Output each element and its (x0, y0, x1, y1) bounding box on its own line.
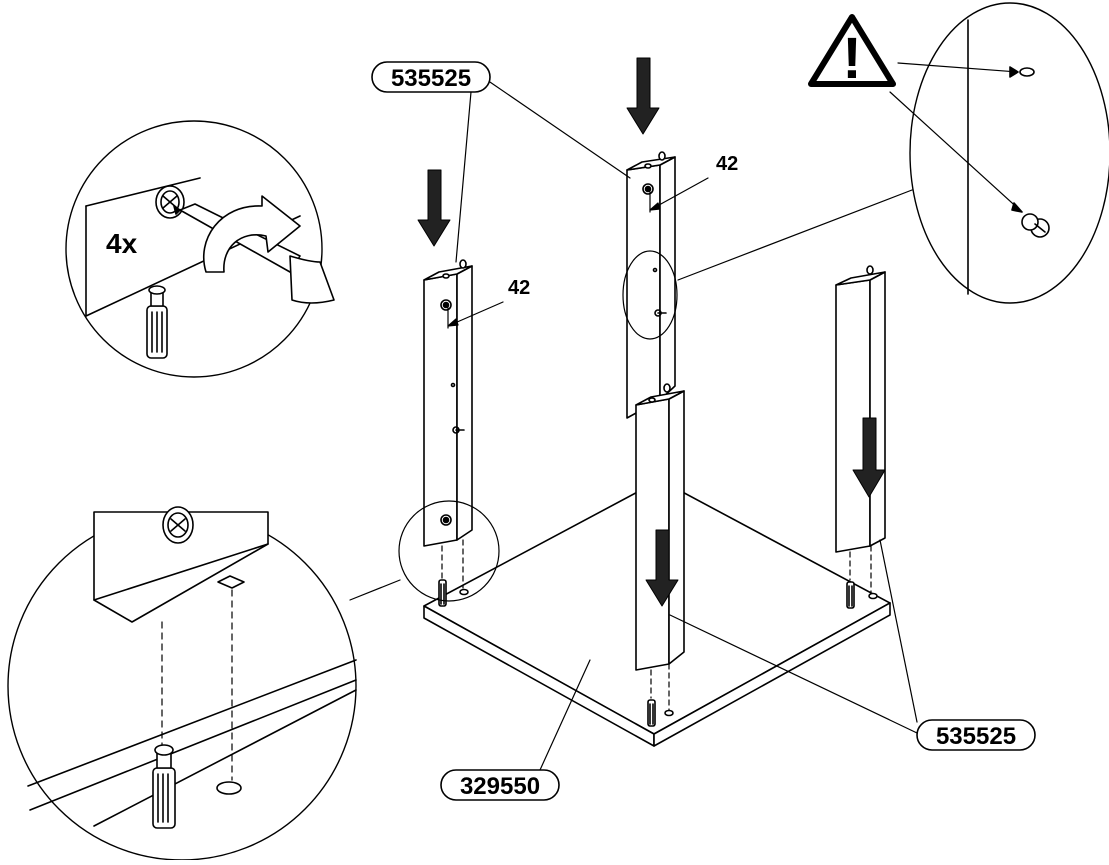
dowel-icon (152, 744, 176, 829)
part-label-text: 535525 (936, 723, 1016, 750)
cam-lock-icon (155, 185, 185, 219)
down-arrow-icon (417, 57, 886, 607)
dowel-icon (438, 579, 855, 727)
callout-leaders (349, 79, 918, 771)
leg-front (635, 383, 685, 671)
detail-circle-dowel (7, 506, 357, 861)
part-label-text: 329550 (460, 773, 540, 800)
detail-circle-screwdriver: 4x (65, 120, 335, 378)
rotate-arrow-icon (203, 195, 301, 273)
part-label-panel: 329550 (440, 769, 560, 801)
part-label-text: 535525 (391, 65, 471, 92)
leg-back (622, 151, 678, 419)
cam-lock-icon (162, 506, 194, 544)
dimension-label-back: 42 (716, 153, 738, 175)
dowel-icon (146, 285, 168, 359)
leg-left (398, 259, 500, 602)
quantity-label: 4x (106, 228, 138, 259)
warning-symbol: ! (842, 26, 861, 91)
dimension-label-left: 42 (508, 277, 530, 299)
dimension-markers (447, 177, 709, 329)
part-label-leg-bottom: 535525 (916, 719, 1036, 751)
cam-bolt-icon (1021, 213, 1050, 238)
part-label-leg-top: 535525 (371, 61, 491, 93)
panel-holes (459, 588, 878, 717)
dowel-guide-lines (441, 539, 872, 711)
leg-right (835, 265, 886, 553)
detail-circle-hole (889, 2, 1109, 304)
warning-icon: ! (808, 14, 896, 91)
